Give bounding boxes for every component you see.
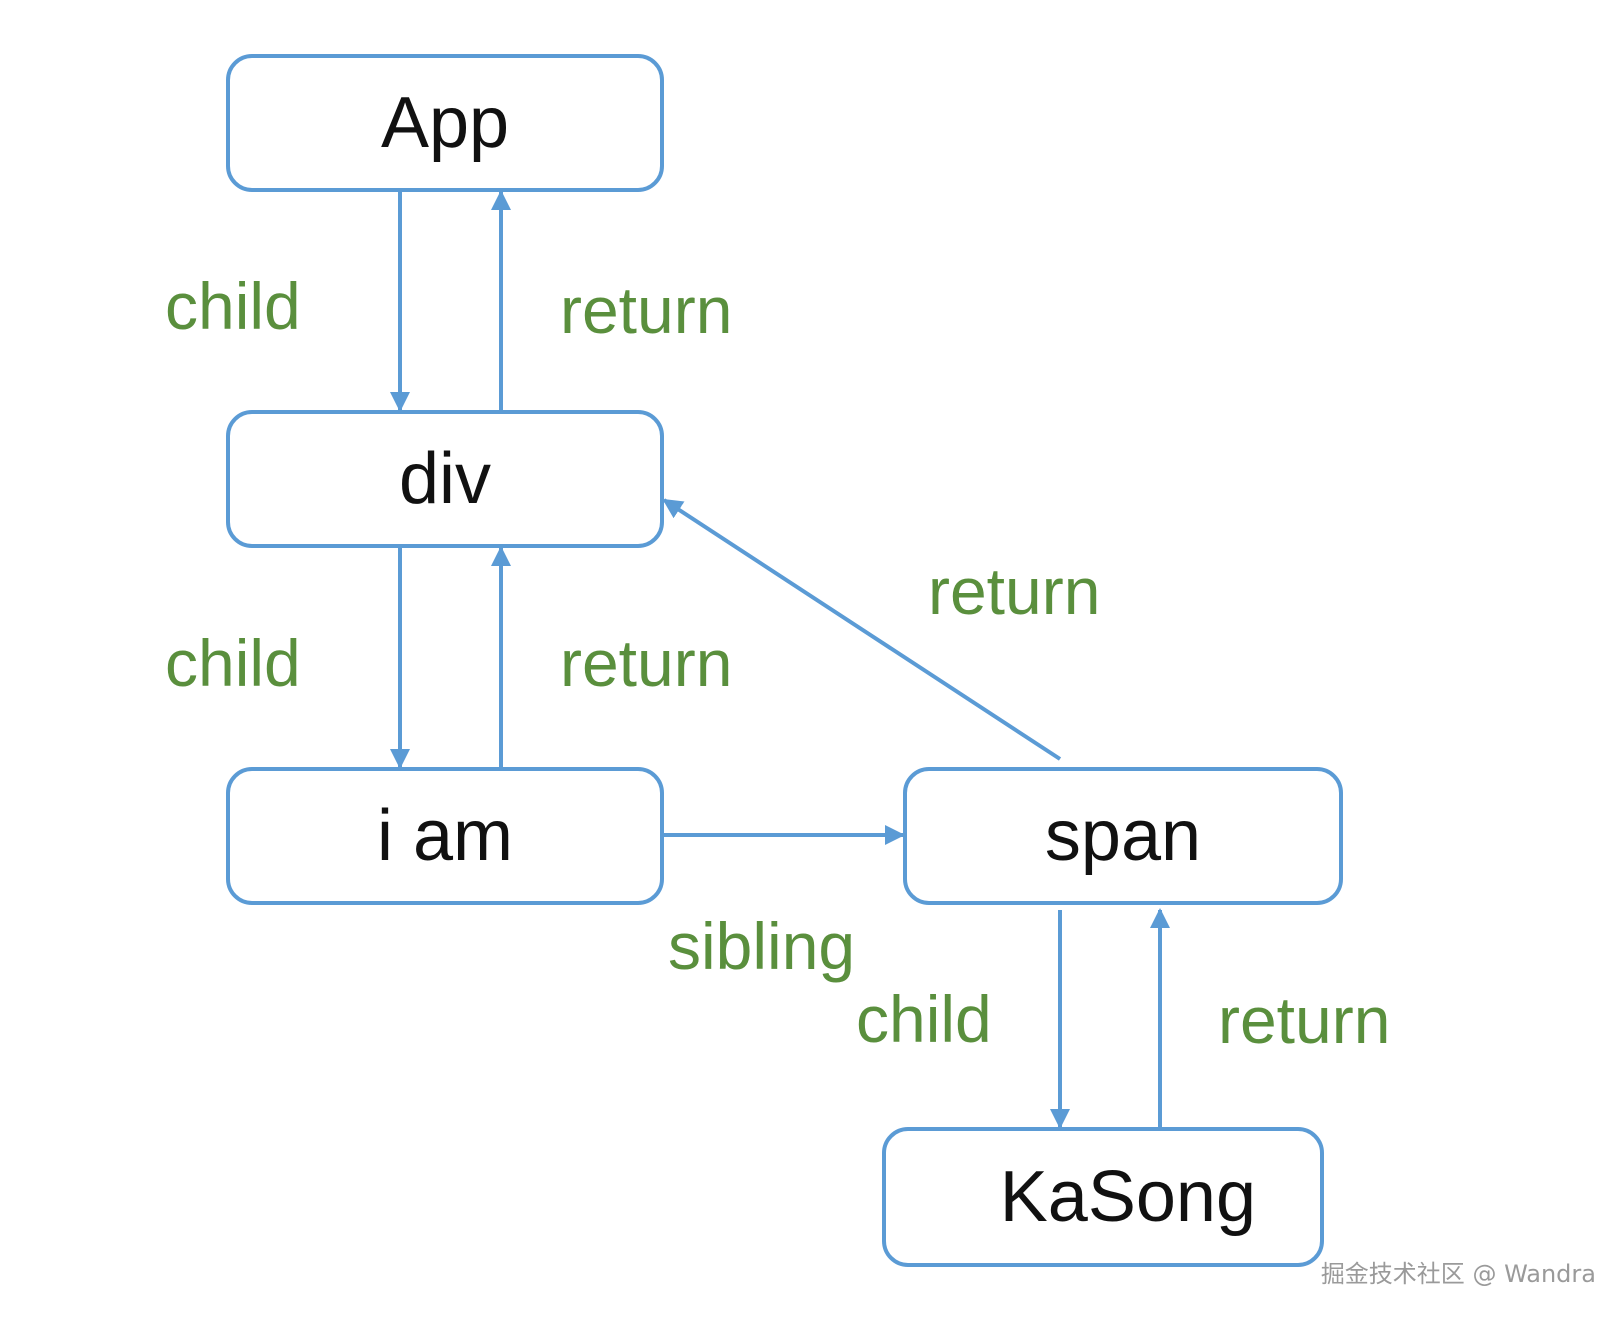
label-kasong-span-return: return	[1218, 983, 1391, 1057]
node-span: span	[903, 767, 1343, 905]
node-div: div	[226, 410, 664, 548]
watermark: 掘金技术社区 @ Wandra	[1320, 1260, 1596, 1288]
label-div-app-return: return	[560, 273, 733, 347]
node-app: App	[226, 54, 664, 192]
label-iam-span-sibling: sibling	[668, 909, 856, 983]
label-div-iam-child: child	[165, 626, 301, 700]
label-iam-div-return: return	[560, 626, 733, 700]
label-span-kasong-child: child	[856, 982, 992, 1056]
label-span-div-return: return	[928, 554, 1101, 628]
node-iam: i am	[226, 767, 664, 905]
node-kasong: KaSong	[882, 1127, 1324, 1267]
label-app-div-child: child	[165, 269, 301, 343]
edge-span-div-return	[662, 498, 1062, 761]
